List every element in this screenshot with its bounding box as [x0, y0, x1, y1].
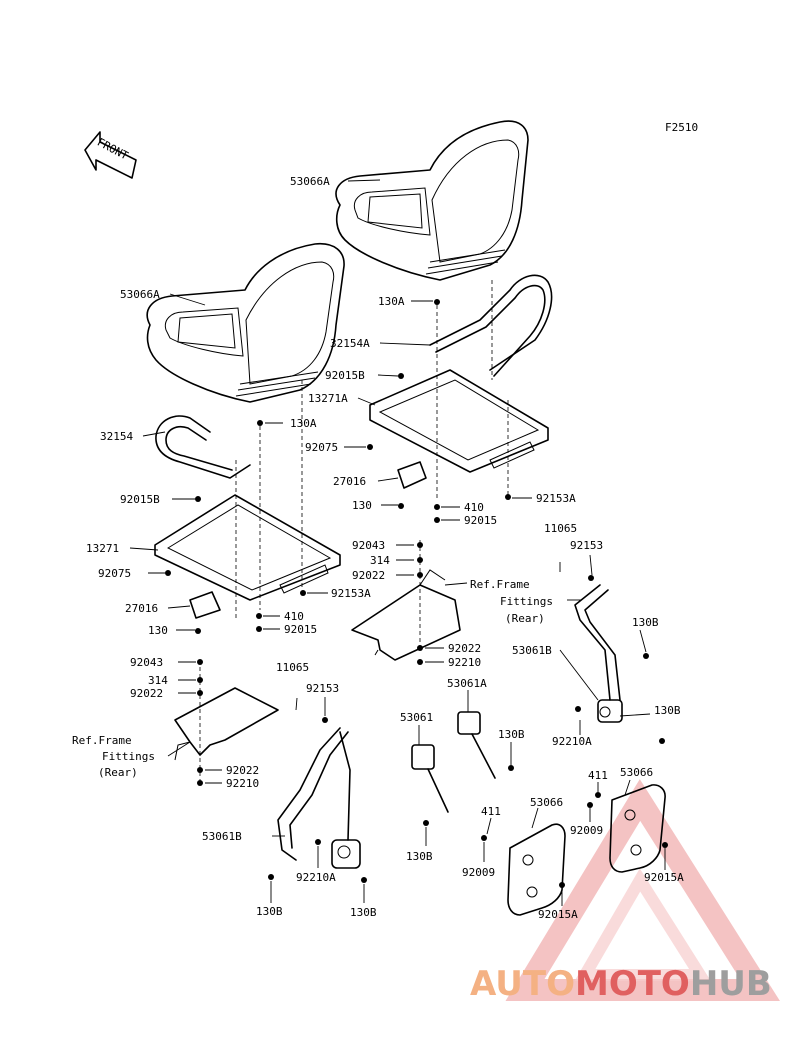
label-base-right: 13271A [308, 392, 348, 405]
label-bolt-130-left: 130 [148, 624, 168, 637]
label-clip-92015-left: 92015 [284, 623, 317, 636]
label-collar-92022-left-top: 92022 [130, 687, 163, 700]
label-bolt-130B-r1: 130B [632, 616, 659, 629]
label-buckle-53061A: 53061A [447, 677, 487, 690]
label-collar-92022-right-bottom: 92022 [448, 642, 481, 655]
watermark-hub: HUB [690, 964, 772, 1004]
assembly-lines [199, 280, 509, 780]
bracket-right [397, 461, 427, 489]
grab-bar-left [155, 415, 251, 479]
label-clip-92009-b: 92009 [570, 824, 603, 837]
label-clip-92015A-b: 92015A [644, 871, 684, 884]
grab-bar-right [429, 274, 553, 377]
label-clip-92015-right: 92015 [464, 514, 497, 527]
frame-fitting-left [174, 687, 279, 761]
svg-text:AUTOMOTOHUB: AUTOMOTOHUB [470, 964, 772, 1004]
label-bracket-left: 27016 [125, 602, 158, 615]
label-belt-left: 53061B [202, 830, 242, 843]
label-washer-314-right: 314 [370, 554, 390, 567]
side-pad-b [609, 784, 666, 873]
ref-frame-left-2: Fittings [102, 750, 155, 763]
watermark-moto: MOTO [575, 964, 690, 1004]
label-bolt-92153A-left: 92153A [331, 587, 371, 600]
label-nut-92210A-left: 92210A [296, 871, 336, 884]
label-bolt-92043-left: 92043 [130, 656, 163, 669]
seat-left [146, 242, 345, 403]
label-seat-left: 53066A [120, 288, 160, 301]
seatbelt-right [574, 584, 623, 723]
base-plate-left [154, 494, 341, 601]
hardware-markers [165, 299, 668, 888]
label-pad-53066-b: 53066 [620, 766, 653, 779]
label-bolt-130B-r2: 130B [654, 704, 681, 717]
label-bolt-92153A-right: 92153A [536, 492, 576, 505]
figure-code: F2510 [665, 121, 698, 134]
label-nut-92210-right: 92210 [448, 656, 481, 669]
label-bracket-right: 27016 [333, 475, 366, 488]
label-clip-92009-a: 92009 [462, 866, 495, 879]
label-bolt-92153-right: 92153 [570, 539, 603, 552]
label-clip-92015A-a: 92015A [538, 908, 578, 921]
ref-frame-right-2: Fittings [500, 595, 553, 608]
label-belt-right: 53061B [512, 644, 552, 657]
ref-frame-right-3: (Rear) [505, 612, 545, 625]
label-collar-92022-right-top: 92022 [352, 569, 385, 582]
bracket-left [189, 591, 221, 619]
label-nut-left: 92075 [98, 567, 131, 580]
watermark-auto: AUTO [470, 964, 575, 1004]
label-bolt-130-right: 130 [352, 499, 372, 512]
label-bolt-130B-mid2: 130B [406, 850, 433, 863]
seatbelt-left [277, 727, 361, 869]
label-bolt-130A-left: 130A [290, 417, 317, 430]
label-plug-411-a: 411 [481, 805, 501, 818]
label-bolt-130B-left1: 130B [256, 905, 283, 918]
label-pad-53066-a: 53066 [530, 796, 563, 809]
label-nut-92210-left: 92210 [226, 777, 259, 790]
label-bolt-92043-right: 92043 [352, 539, 385, 552]
label-base-left: 13271 [86, 542, 119, 555]
label-bolt-130A-right: 130A [378, 295, 405, 308]
label-bolt-130B-left2: 130B [350, 906, 377, 919]
label-nut-right: 92075 [305, 441, 338, 454]
label-bolt-130B-mid1: 130B [498, 728, 525, 741]
label-bolt-92153-left: 92153 [306, 682, 339, 695]
buckle-53061A [457, 711, 496, 779]
part-labels: 53066A 53066A 130A 32154A 92015B 13271A … [72, 175, 684, 921]
label-clip-left: 92015B [120, 493, 160, 506]
ref-frame-left-3: (Rear) [98, 766, 138, 779]
label-bar-left: 32154 [100, 430, 133, 443]
base-plate-right [369, 369, 549, 473]
label-nut-92210A-right: 92210A [552, 735, 592, 748]
ref-frame-right-1: Ref.Frame [470, 578, 530, 591]
label-plug-411-b: 411 [588, 769, 608, 782]
label-plug-410-left: 410 [284, 610, 304, 623]
label-collar-92022-left-bottom: 92022 [226, 764, 259, 777]
label-bar-right: 32154A [330, 337, 370, 350]
side-pad-a [507, 823, 566, 916]
seat-right [335, 120, 529, 281]
label-washer-314-left: 314 [148, 674, 168, 687]
label-buckle-53061: 53061 [400, 711, 433, 724]
label-cover-11065-right: 11065 [544, 522, 577, 535]
ref-frame-left-1: Ref.Frame [72, 734, 132, 747]
watermark-logo: AUTOMOTOHUB [470, 779, 780, 1004]
label-cover-11065-left: 11065 [276, 661, 309, 674]
front-label: FRONT [95, 136, 131, 163]
buckle-53061 [411, 744, 449, 813]
leader-lines [129, 179, 666, 906]
label-seat-right: 53066A [290, 175, 330, 188]
front-arrow-icon: FRONT [84, 131, 137, 179]
frame-fitting-right [351, 569, 461, 661]
label-plug-410-right: 410 [464, 501, 484, 514]
label-clip-right: 92015B [325, 369, 365, 382]
